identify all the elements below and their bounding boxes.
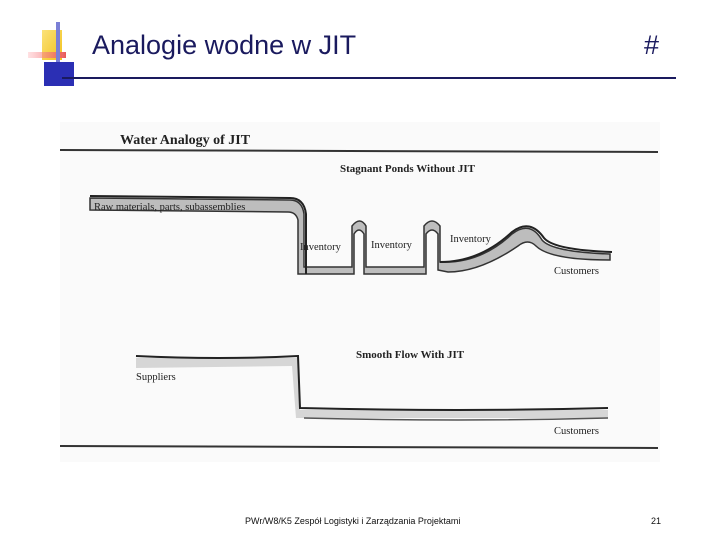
logo-icon <box>0 0 80 95</box>
page-title: Analogie wodne w JIT <box>92 30 356 61</box>
stagnant-sink-label: Customers <box>554 266 599 277</box>
stagnant-heading: Stagnant Ponds Without JIT <box>340 163 476 175</box>
water-analogy-figure: Water Analogy of JIT Stagnant Ponds With… <box>60 122 660 462</box>
stagnant-source-label: Raw materials, parts, subassemblies <box>94 202 245 213</box>
pond-label-3: Inventory <box>450 234 492 245</box>
smooth-heading: Smooth Flow With JIT <box>356 349 465 361</box>
slide-number-marker: # <box>644 30 659 61</box>
title-divider <box>62 77 676 79</box>
smooth-sink-label: Customers <box>554 426 599 437</box>
slide-footer: PWr/W8/K5 Zespół Logistyki i Zarządzania… <box>245 516 460 526</box>
pond-label-2: Inventory <box>371 240 413 251</box>
figure-title: Water Analogy of JIT <box>120 133 251 148</box>
page-number: 21 <box>651 516 661 526</box>
smooth-source-label: Suppliers <box>136 372 176 383</box>
pond-label-1: Inventory <box>300 242 342 253</box>
